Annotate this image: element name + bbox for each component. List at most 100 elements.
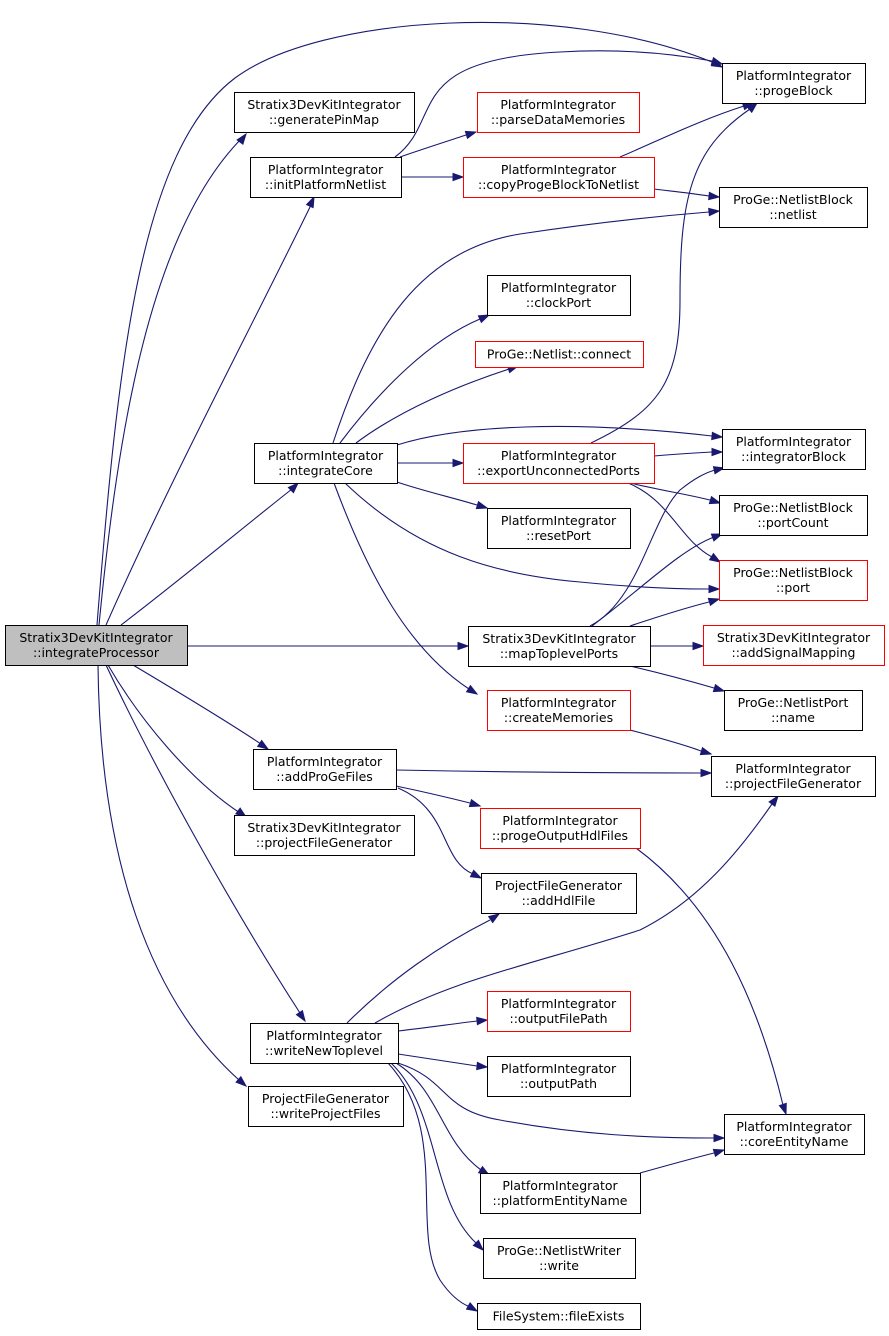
edge-addProGeFiles-to-addHdlFile (397, 787, 483, 879)
edge-writeNewToplevel-to-coreEntityName (397, 1062, 726, 1143)
node-label-line: PlatformIntegrator (501, 1061, 617, 1076)
node-label-line: ::writeProjectFiles (270, 1106, 380, 1121)
arrowhead (707, 597, 721, 607)
node-writeNewToplevel[interactable]: PlatformIntegrator::writeNewToplevel (250, 1023, 399, 1064)
node-projectFileGenerator[interactable]: PlatformIntegrator::projectFileGenerator (711, 756, 876, 797)
edge-integrateProcessor-to-writeProjectFiles (97, 664, 248, 1087)
node-label-line: ::createMemories (504, 710, 613, 725)
node-label-line: ::projectFileGenerator (725, 776, 862, 791)
arrowhead (712, 466, 726, 475)
edge-exportUnconnectedPorts-to-portCount (629, 482, 722, 505)
node-progeOutputHdlFiles[interactable]: PlatformIntegrator::progeOutputHdlFiles (480, 808, 641, 849)
node-box (711, 756, 876, 797)
node-copyProgeBlockToNetlist[interactable]: PlatformIntegrator::copyProgeBlockToNetl… (463, 157, 655, 198)
arrowhead (465, 1302, 479, 1312)
arrowhead (235, 1075, 248, 1087)
arrowhead (708, 584, 721, 594)
edge-writeNewToplevel-to-projectFileGenerator (374, 794, 779, 1024)
node-netlistWriterWrite[interactable]: ProGe::NetlistWriter::write (483, 1238, 636, 1279)
edge-mapToplevelPorts-to-addSignalMapping (650, 641, 705, 651)
node-s3ProjectFileGenerator[interactable]: Stratix3DevKitIntegrator::projectFileGen… (234, 815, 415, 856)
node-label-line: PlatformIntegrator (501, 448, 617, 463)
arrowhead (469, 869, 483, 879)
edge-writeNewToplevel-to-fileExists (387, 1062, 479, 1312)
node-label-line: ::netlist (769, 207, 816, 222)
node-progeBlock[interactable]: PlatformIntegrator::progeBlock (722, 63, 866, 104)
edge-line (98, 136, 244, 626)
edge-addProGeFiles-to-projectFileGenerator (395, 768, 713, 778)
edge-line (629, 729, 702, 752)
node-integrateCore[interactable]: PlatformIntegrator::integrateCore (254, 443, 398, 484)
node-integratorBlock[interactable]: PlatformIntegrator::integratorBlock (722, 429, 866, 470)
node-writeProjectFiles[interactable]: ProjectFileGenerator::writeProjectFiles (248, 1086, 404, 1127)
node-integrateProcessor[interactable]: Stratix3DevKitIntegrator::integrateProce… (5, 625, 188, 666)
node-label-line: PlatformIntegrator (501, 162, 617, 177)
edge-integrateProcessor-to-writeNewToplevel (105, 664, 306, 1023)
node-label-line: ::outputPath (520, 1076, 597, 1091)
node-platformEntityName[interactable]: PlatformIntegrator::platformEntityName (480, 1173, 641, 1214)
node-addProGeFiles[interactable]: PlatformIntegrator::addProGeFiles (253, 749, 397, 790)
node-label-line: PlatformIntegrator (501, 513, 617, 528)
node-label-line: ::addSignalMapping (732, 645, 856, 660)
node-generatePinMap[interactable]: Stratix3DevKitIntegrator::generatePinMap (234, 92, 415, 133)
node-exportUnconnectedPorts[interactable]: PlatformIntegrator::exportUnconnectedPor… (463, 443, 655, 484)
node-resetPort[interactable]: PlatformIntegrator::resetPort (487, 508, 631, 549)
node-addSignalMapping[interactable]: Stratix3DevKitIntegrator::addSignalMappi… (703, 625, 885, 666)
node-label-line: Stratix3DevKitIntegrator (19, 630, 173, 645)
edge-writeNewToplevel-to-outputPath (397, 1053, 489, 1071)
node-label-line: PlatformIntegrator (268, 448, 384, 463)
arrowhead (699, 746, 713, 756)
node-label-line: ::portCount (757, 515, 828, 530)
node-label-line: ProjectFileGenerator (495, 878, 623, 893)
node-outputFilePath[interactable]: PlatformIntegrator::outputFilePath (487, 991, 631, 1032)
arrowhead (768, 794, 779, 807)
arrowhead (700, 768, 713, 778)
edge-line (346, 919, 491, 1024)
edge-integrateCore-to-integratorBlock (396, 425, 724, 446)
node-box (724, 1114, 865, 1155)
edge-line (397, 787, 474, 875)
edge-line (629, 665, 715, 689)
edge-integrateProcessor-to-mapToplevelPorts (187, 641, 470, 651)
node-label-line: ::resetPort (526, 528, 591, 543)
node-box (487, 508, 631, 549)
node-parseDataMemories[interactable]: PlatformIntegrator::parseDataMemories (477, 92, 640, 133)
edge-line (395, 769, 702, 774)
edge-line (96, 21, 713, 626)
edge-line (589, 469, 716, 627)
arrowhead (452, 172, 465, 182)
arrowhead (713, 1133, 726, 1143)
edge-writeNewToplevel-to-addHdlFile (346, 913, 501, 1024)
arrowhead (295, 1009, 306, 1023)
node-box (703, 625, 885, 666)
arrowhead (475, 500, 489, 510)
node-label-line: ::generatePinMap (269, 112, 379, 127)
node-netlistConnect[interactable]: ProGe::Netlist::connect (475, 341, 644, 368)
node-netlistBlockNetlist[interactable]: ProGe::NetlistBlock::netlist (719, 187, 868, 228)
node-clockPort[interactable]: PlatformIntegrator::clockPort (487, 275, 631, 316)
node-coreEntityName[interactable]: PlatformIntegrator::coreEntityName (724, 1114, 865, 1155)
node-netlistBlockPort[interactable]: ProGe::NetlistBlock::port (719, 560, 868, 601)
node-outputPath[interactable]: PlatformIntegrator::outputPath (487, 1056, 631, 1097)
node-label-line: ::progeBlock (754, 83, 833, 98)
edge-mapToplevelPorts-to-netlistPortName (629, 665, 726, 693)
arrowhead (692, 641, 705, 651)
node-box (483, 1238, 636, 1279)
node-mapToplevelPorts[interactable]: Stratix3DevKitIntegrator::mapToplevelPor… (468, 626, 651, 667)
edge-writeNewToplevel-to-outputFilePath (397, 1016, 489, 1032)
node-fileExists[interactable]: FileSystem::fileExists (477, 1303, 641, 1330)
node-initPlatformNetlist[interactable]: PlatformIntegrator::initPlatformNetlist (250, 157, 402, 198)
node-box (254, 443, 398, 484)
arrowhead (487, 913, 501, 924)
edge-line (397, 1062, 715, 1139)
node-createMemories[interactable]: PlatformIntegrator::createMemories (487, 690, 631, 731)
node-box (722, 63, 866, 104)
node-label-line: ProGe::NetlistWriter (497, 1243, 622, 1258)
arrowhead (708, 207, 721, 217)
node-portCount[interactable]: ProGe::NetlistBlock::portCount (719, 495, 868, 536)
node-label-line: PlatformIntegrator (501, 996, 617, 1011)
node-netlistPortName[interactable]: ProGe::NetlistPort::name (724, 690, 863, 731)
arrowhead (464, 130, 478, 140)
edge-integrateProcessor-to-generatePinMap (98, 132, 247, 626)
node-addHdlFile[interactable]: ProjectFileGenerator::addHdlFile (481, 873, 637, 914)
